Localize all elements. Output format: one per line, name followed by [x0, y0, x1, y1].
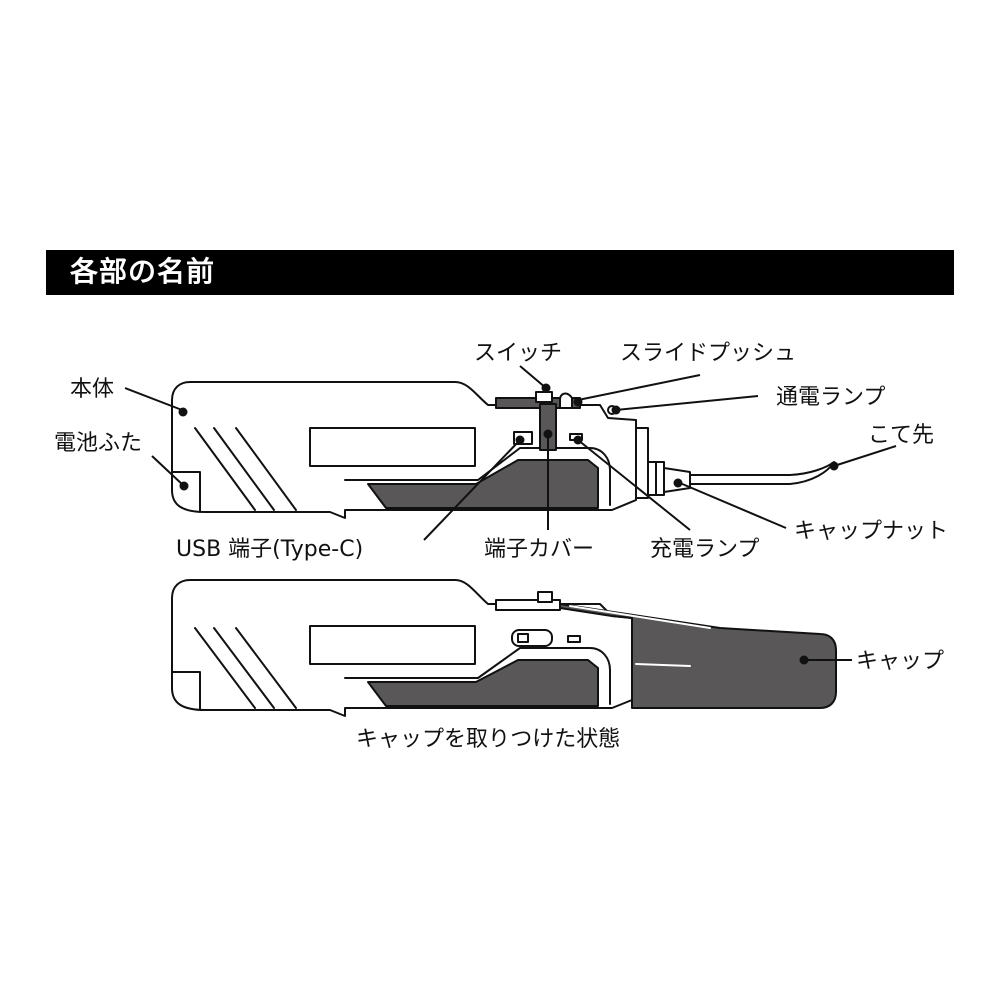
- grip-line: [213, 427, 275, 511]
- leader-slide-push: [577, 374, 701, 401]
- grip-line: [235, 627, 297, 709]
- label-slide-push: スライドプッシュ: [620, 341, 796, 366]
- dot-slide-push: [573, 397, 583, 407]
- cap: [559, 603, 837, 709]
- lower-dark-panel: [367, 659, 599, 707]
- grip-line: [235, 427, 297, 511]
- leader-battery-cover: [151, 455, 185, 487]
- section-title: 各部の名前: [70, 255, 216, 288]
- label-window: [309, 427, 476, 467]
- switch-bump: [535, 391, 553, 403]
- cap-top-line: [569, 605, 711, 629]
- leader-body: [124, 387, 183, 411]
- label-battery-cover: 電池ふた: [54, 431, 142, 456]
- label-tip: こて先: [868, 423, 934, 448]
- dot-cap: [799, 655, 809, 665]
- front-collar: [635, 427, 649, 499]
- label-power-lamp: 通電ランプ: [776, 385, 885, 410]
- grip-line: [194, 627, 256, 709]
- grip-line: [194, 427, 256, 511]
- leader-power-lamp: [615, 395, 759, 411]
- slide-push: [559, 392, 573, 409]
- dot-port-cover: [543, 429, 553, 439]
- label-cap: キャップ: [856, 649, 944, 674]
- device-bottom: [171, 579, 837, 717]
- label-window: [309, 625, 476, 665]
- dot-battery-cover: [179, 481, 189, 491]
- label-usb-port: USB 端子(Type-C): [176, 537, 363, 562]
- device-top: [171, 381, 835, 519]
- leader-switch: [519, 365, 547, 389]
- switch-bump: [537, 591, 553, 603]
- label-charge-lamp: 充電ランプ: [650, 537, 759, 562]
- dot-power-lamp: [611, 405, 621, 415]
- section-header: 各部の名前: [46, 250, 954, 295]
- leader-charge-lamp: [577, 439, 691, 531]
- lower-dark-panel: [367, 459, 599, 509]
- label-switch: スイッチ: [474, 341, 562, 366]
- dot-charge-lamp: [573, 435, 583, 445]
- leader-usb: [423, 439, 521, 541]
- dot-body: [178, 407, 188, 417]
- label-port-cover: 端子カバー: [484, 537, 594, 562]
- dot-usb: [515, 435, 525, 445]
- battery-cover-outline: [171, 671, 201, 711]
- cap-sheen-line: [635, 663, 691, 667]
- battery-cover-outline: [171, 471, 201, 513]
- dot-tip: [829, 461, 839, 471]
- dot-switch: [541, 383, 551, 393]
- port-cover-inner: [517, 633, 529, 643]
- leader-tip: [833, 445, 897, 467]
- label-cap-nut: キャップナット: [794, 519, 948, 544]
- label-body: 本体: [70, 377, 114, 402]
- dot-cap-nut: [673, 478, 683, 488]
- caption: キャップを取りつけた状態: [356, 727, 620, 752]
- lower-cutout-outline: [344, 647, 611, 705]
- charge-lamp: [567, 635, 581, 643]
- grip-line: [213, 627, 275, 709]
- port-cover-part: [539, 403, 557, 451]
- leader-cap-nut: [679, 482, 787, 529]
- soldering-tip: [689, 461, 835, 485]
